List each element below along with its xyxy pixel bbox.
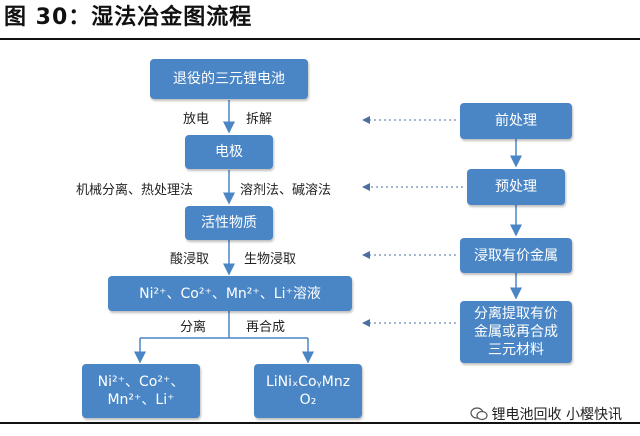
figure-title: 图 30：湿法冶金图流程: [4, 5, 253, 30]
label-mech-thermal: 机械分离、热处理法: [76, 183, 194, 198]
wechat-icon: [469, 407, 488, 421]
bottom-rule: [0, 422, 640, 424]
top-rule: [0, 38, 640, 40]
box-active-material: 活性物质: [185, 206, 273, 240]
box-product-line1: LiNiₓCoᵧMnz: [265, 374, 351, 390]
box-leach-metals: 浸取有价金属: [460, 238, 572, 273]
box-pretreat-2: 预处理: [467, 169, 565, 205]
label-disassemble: 拆解: [246, 112, 273, 127]
label-separate: 分离: [180, 320, 207, 335]
box-ions-line2: Mn²⁺、Li⁺: [107, 392, 175, 408]
watermark-text: 锂电池回收 小樱快讯: [491, 407, 622, 423]
box-separate-resynth: 分离提取有价 金属或再合成 三元材料: [460, 301, 572, 363]
label-acid-leach: 酸浸取: [170, 252, 210, 267]
box-pretreat-1: 前处理: [460, 103, 572, 139]
box-separate-line1: 分离提取有价: [474, 306, 558, 322]
box-separate-line2: 金属或再合成: [474, 324, 558, 340]
label-resynth: 再合成: [246, 320, 286, 335]
label-bio-leach: 生物浸取: [244, 252, 297, 267]
label-solvent-alkali: 溶剂法、碱溶法: [240, 183, 332, 198]
box-retired-battery: 退役的三元锂电池: [150, 59, 308, 99]
box-ions-line1: Ni²⁺、Co²⁺、: [97, 374, 185, 390]
box-solution: Ni²⁺、Co²⁺、Mn²⁺、Li⁺溶液: [108, 276, 352, 311]
box-separate-line3: 三元材料: [488, 342, 544, 358]
box-ions: Ni²⁺、Co²⁺、 Mn²⁺、Li⁺: [82, 364, 200, 418]
box-product-line2: O₂: [299, 392, 317, 408]
label-discharge: 放电: [183, 112, 210, 127]
watermark: 锂电池回收 小樱快讯: [469, 404, 622, 424]
box-ternary-product: LiNiₓCoᵧMnz O₂: [254, 364, 362, 418]
box-electrode: 电极: [185, 135, 273, 169]
